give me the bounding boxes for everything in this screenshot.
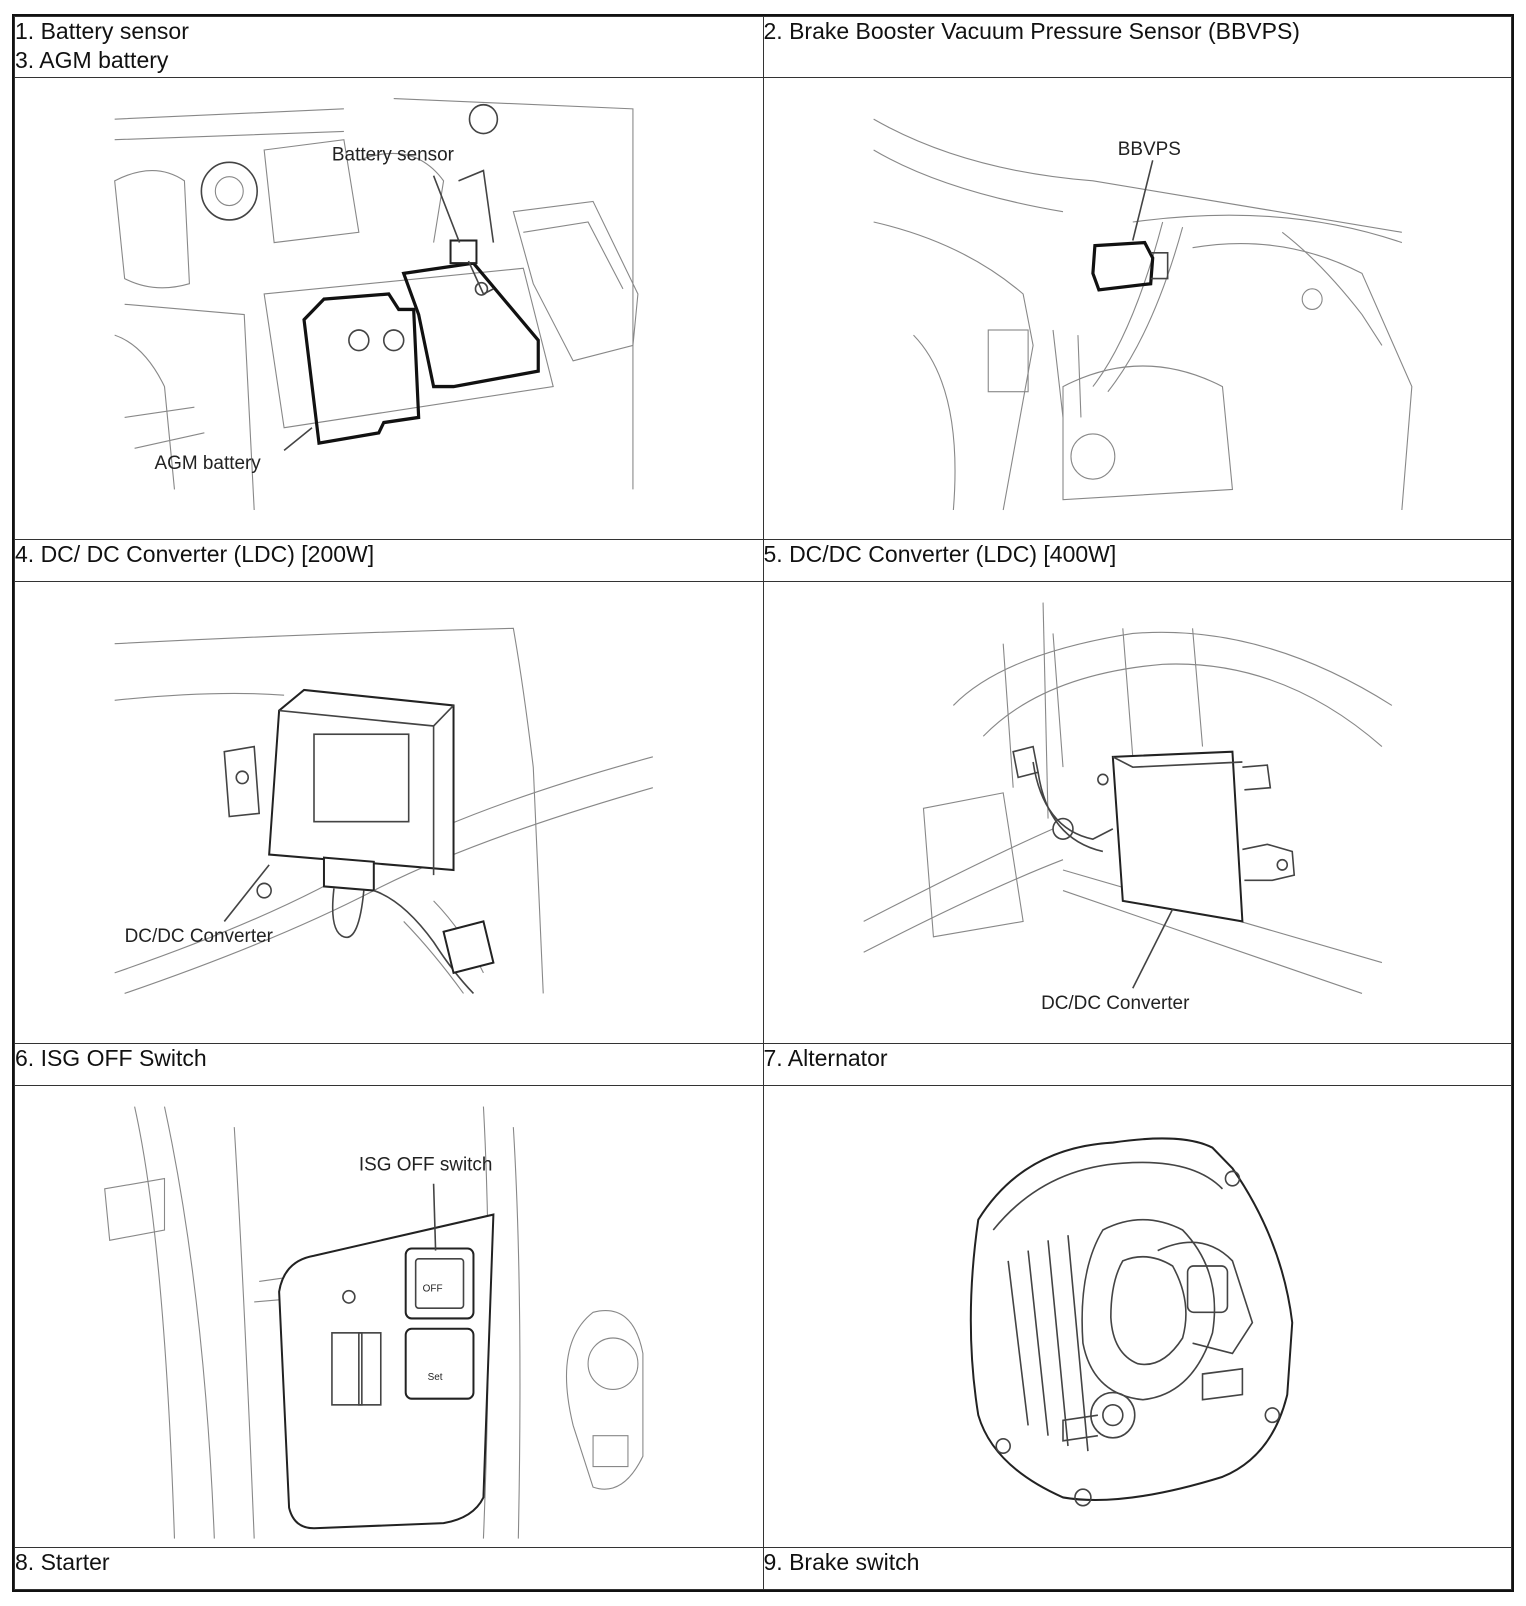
- diagram-sheet: 1. Battery sensor 3. AGM battery 2. Brak…: [12, 14, 1514, 1592]
- cell-header-isg-off: 6. ISG OFF Switch: [14, 1042, 764, 1086]
- callout-isg-off-switch: ISG OFF switch: [359, 1154, 493, 1175]
- illustration-battery: Battery sensor AGM battery: [14, 76, 764, 540]
- component-location-table: 1. Battery sensor 3. AGM battery 2. Brak…: [14, 16, 1512, 1591]
- dcdc-200-illustration-svg: DC/DC Converter: [114, 627, 654, 994]
- header-isg-off-switch: 6. ISG OFF Switch: [15, 1044, 207, 1071]
- cell-header-brake-switch: 9. Brake switch: [762, 1546, 1512, 1591]
- header-battery-sensor: 1. Battery sensor: [15, 18, 189, 44]
- callout-agm-battery: AGM battery: [155, 452, 262, 473]
- header-dcdc-200w: 4. DC/ DC Converter (LDC) [200W]: [15, 540, 375, 567]
- bbvps-illustration-svg: BBVPS: [872, 118, 1412, 510]
- header-alternator: 7. Alternator: [763, 1044, 888, 1071]
- switch-glyph-set: Set: [428, 1372, 443, 1383]
- battery-illustration-svg: Battery sensor AGM battery: [114, 97, 639, 510]
- switch-glyph-off: OFF: [423, 1283, 443, 1294]
- alternator-illustration-svg: [969, 1137, 1293, 1507]
- header-dcdc-400w: 5. DC/DC Converter (LDC) [400W]: [763, 540, 1117, 567]
- header-starter: 8. Starter: [15, 1548, 110, 1575]
- dcdc-400-illustration-svg: DC/DC Converter: [862, 602, 1392, 1014]
- illustration-alternator: [762, 1084, 1512, 1548]
- illustration-dcdc-400: DC/DC Converter: [762, 580, 1512, 1044]
- callout-dcdc-400: DC/DC Converter: [1041, 992, 1190, 1013]
- header-agm-battery: 3. AGM battery: [15, 47, 169, 73]
- cell-header-bbvps: 2. Brake Booster Vacuum Pressure Sensor …: [762, 16, 1512, 78]
- header-bbvps: 2. Brake Booster Vacuum Pressure Sensor …: [763, 18, 1300, 44]
- illustration-dcdc-200: DC/DC Converter: [14, 580, 764, 1044]
- cell-header-dcdc-200: 4. DC/ DC Converter (LDC) [200W]: [14, 538, 764, 582]
- illustration-isg-off: OFF Set ISG OFF switch: [14, 1084, 764, 1548]
- isg-off-illustration-svg: OFF Set ISG OFF switch: [104, 1106, 644, 1539]
- callout-dcdc-200: DC/DC Converter: [125, 926, 274, 947]
- illustration-bbvps: BBVPS: [762, 76, 1512, 540]
- cell-header-dcdc-400: 5. DC/DC Converter (LDC) [400W]: [762, 538, 1512, 582]
- callout-battery-sensor: Battery sensor: [332, 144, 455, 165]
- header-brake-switch: 9. Brake switch: [763, 1548, 920, 1575]
- cell-header-alternator: 7. Alternator: [762, 1042, 1512, 1086]
- cell-header-battery: 1. Battery sensor 3. AGM battery: [14, 16, 764, 78]
- cell-header-starter: 8. Starter: [14, 1546, 764, 1591]
- callout-bbvps: BBVPS: [1117, 139, 1180, 160]
